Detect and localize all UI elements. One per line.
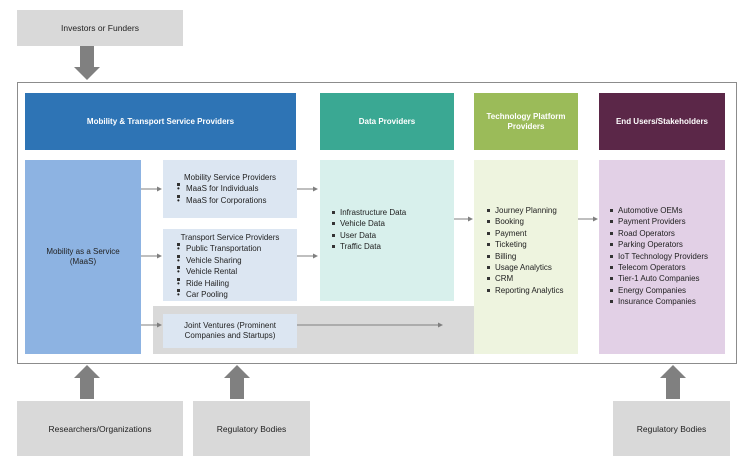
investors-label: Investors or Funders <box>61 23 139 33</box>
investors-box: Investors or Funders <box>17 10 183 46</box>
list-item: Car Pooling <box>177 289 297 300</box>
joint-ventures-label: Joint Ventures (Prominent Companies and … <box>183 320 277 340</box>
technology-platform-list: Journey Planning Booking Payment Ticketi… <box>486 205 578 296</box>
list-item: Infrastructure Data <box>331 207 454 218</box>
list-item: Ride Hailing <box>177 277 297 289</box>
list-item: Booking <box>486 216 578 227</box>
mobility-service-providers-box: Mobility Service Providers MaaS for Indi… <box>163 160 297 218</box>
list-item: MaaS for Corporations <box>177 194 297 206</box>
list-item: MaaS for Individuals <box>177 183 297 194</box>
list-item: IoT Technology Providers <box>609 251 725 262</box>
regulatory-right-up-arrow <box>660 365 686 399</box>
researchers-up-arrow <box>74 365 100 399</box>
header-end-users: End Users/Stakeholders <box>599 93 725 150</box>
data-providers-box: Infrastructure Data Vehicle Data User Da… <box>320 160 454 301</box>
list-item: Payment <box>486 228 578 239</box>
list-item: Usage Analytics <box>486 262 578 273</box>
list-item: Road Operators <box>609 228 725 239</box>
list-item: User Data <box>331 230 454 241</box>
investors-down-arrow <box>74 46 100 80</box>
list-item: Insurance Companies <box>609 296 725 307</box>
header-tech-label: Technology Platform Providers <box>486 111 566 131</box>
regulatory-left-up-arrow <box>224 365 250 399</box>
regulatory-left-label: Regulatory Bodies <box>216 423 287 434</box>
data-providers-list: Infrastructure Data Vehicle Data User Da… <box>331 207 454 253</box>
maas-label: Mobility as a Service (MaaS) <box>46 246 120 266</box>
list-item: CRM <box>486 273 578 284</box>
list-item: Traffic Data <box>331 241 454 252</box>
list-item: Journey Planning <box>486 205 578 216</box>
end-users-list: Automotive OEMs Payment Providers Road O… <box>609 205 725 308</box>
list-item: Vehicle Rental <box>177 266 297 277</box>
maas-box: Mobility as a Service (MaaS) <box>25 160 141 354</box>
regulatory-bodies-left-box: Regulatory Bodies <box>193 401 310 456</box>
list-item: Billing <box>486 251 578 262</box>
list-item: Automotive OEMs <box>609 205 725 216</box>
regulatory-right-label: Regulatory Bodies <box>636 423 707 434</box>
researchers-label: Researchers/Organizations <box>48 423 152 434</box>
list-item: Vehicle Data <box>331 218 454 229</box>
list-item: Parking Operators <box>609 239 725 250</box>
list-item: Payment Providers <box>609 216 725 227</box>
list-item: Reporting Analytics <box>486 285 578 296</box>
list-item: Vehicle Sharing <box>177 254 297 266</box>
transport-service-title: Transport Service Providers <box>180 233 280 242</box>
end-users-box: Automotive OEMs Payment Providers Road O… <box>599 160 725 354</box>
list-item: Telecom Operators <box>609 262 725 273</box>
list-item: Energy Companies <box>609 285 725 296</box>
mobility-service-list: MaaS for Individuals MaaS for Corporatio… <box>163 183 297 206</box>
header-mobility-transport: Mobility & Transport Service Providers <box>25 93 296 150</box>
list-item: Ticketing <box>486 239 578 250</box>
transport-service-providers-box: Transport Service Providers Public Trans… <box>163 229 297 301</box>
header-mobility-label: Mobility & Transport Service Providers <box>86 116 235 126</box>
transport-service-list: Public Transportation Vehicle Sharing Ve… <box>163 243 297 300</box>
joint-ventures-box: Joint Ventures (Prominent Companies and … <box>163 314 297 348</box>
researchers-box: Researchers/Organizations <box>17 401 183 456</box>
mobility-service-title: Mobility Service Providers <box>183 173 277 182</box>
header-data-providers: Data Providers <box>320 93 454 150</box>
header-technology-platform: Technology Platform Providers <box>474 93 578 150</box>
header-data-label: Data Providers <box>358 116 416 126</box>
list-item: Tier-1 Auto Companies <box>609 273 725 284</box>
header-end-users-label: End Users/Stakeholders <box>615 116 709 126</box>
technology-platform-box: Journey Planning Booking Payment Ticketi… <box>474 160 578 354</box>
regulatory-bodies-right-box: Regulatory Bodies <box>613 401 730 456</box>
list-item: Public Transportation <box>177 243 297 254</box>
